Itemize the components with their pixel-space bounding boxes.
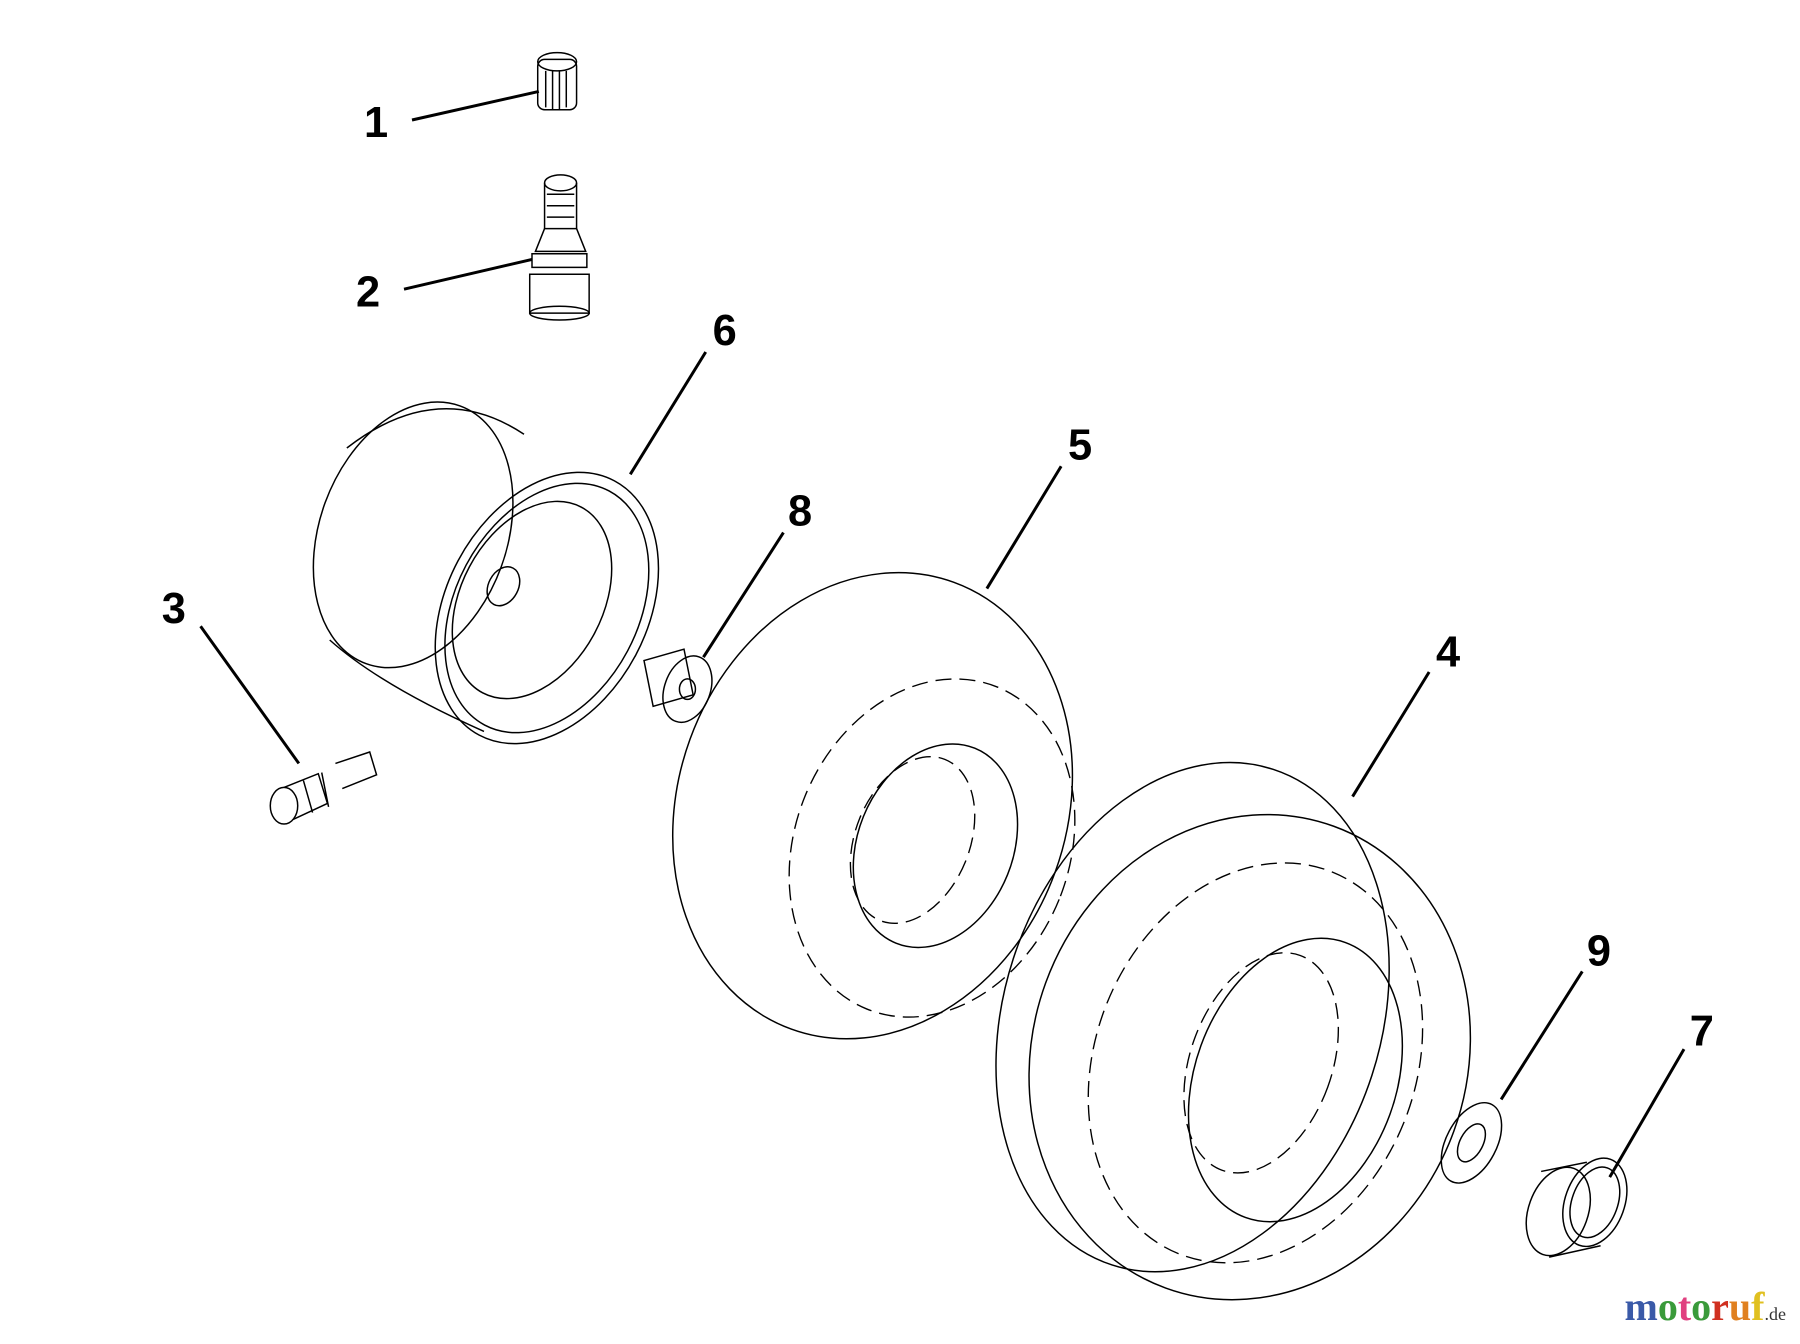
callout-6: 6 [713, 307, 737, 355]
valve-cap-drawing [536, 51, 578, 111]
callout-9: 9 [1587, 928, 1611, 976]
callout-5: 5 [1068, 421, 1092, 469]
grease-fitting-drawing [269, 751, 378, 825]
callout-2: 2 [356, 268, 380, 316]
watermark-logo: motoruf.de [1624, 1284, 1787, 1329]
valve-stem-drawing [528, 174, 590, 321]
bushing-drawing [643, 648, 713, 724]
leader-lines [199, 89, 1686, 1178]
callout-3: 3 [162, 585, 186, 633]
tire-drawing [995, 761, 1472, 1301]
callout-1: 1 [364, 99, 388, 147]
callout-8: 8 [788, 488, 812, 536]
inner-tire-drawing [671, 571, 1076, 1040]
hub-cap-drawing [1525, 1157, 1628, 1258]
callout-7: 7 [1690, 1008, 1714, 1056]
rim-drawing [312, 401, 660, 745]
washer-drawing [1440, 1101, 1503, 1184]
callout-4: 4 [1436, 628, 1460, 676]
